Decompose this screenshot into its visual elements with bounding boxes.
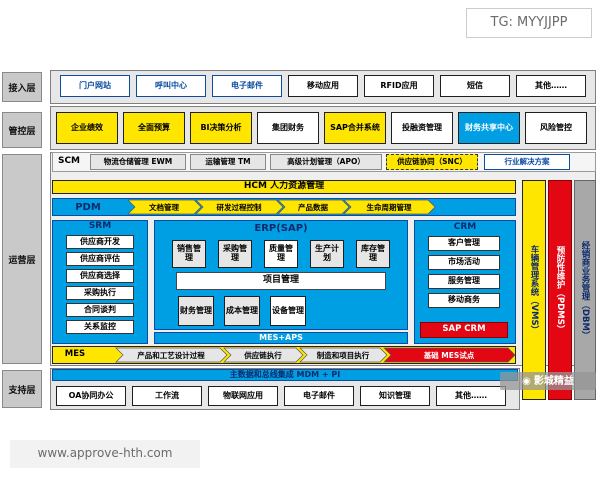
watermark-top: TG: MYYJJPP [466, 8, 592, 38]
mes-aps-bar: MES+APS [154, 332, 408, 344]
control-item: 集团财务 [257, 112, 319, 144]
erp-title: ERP(SAP) [254, 222, 308, 234]
vms-label: 车辆管理系统（VMS） [529, 245, 539, 335]
scm-solution: 行业解决方案 [484, 154, 570, 170]
srm-item: 关系监控 [66, 320, 134, 334]
dbm-label: 经销商业务管理（DBM） [580, 240, 590, 340]
erp-module: 采购管理 [218, 240, 252, 268]
crm-item: 服务管理 [428, 274, 500, 289]
crm-item: 客户管理 [428, 236, 500, 251]
srm-item: 合同谈判 [66, 303, 134, 317]
scm-item: 高级计划管理（APO） [270, 154, 382, 170]
control-item: 风险管控 [525, 112, 587, 144]
support-item: OA协同办公 [56, 386, 126, 406]
scm-item: 运输管理 TM [190, 154, 266, 170]
erp-module: 成本管理 [224, 296, 260, 326]
srm-item: 供应商评估 [66, 252, 134, 266]
access-item: 短信 [440, 75, 510, 97]
erp-module: 库存管理 [356, 240, 390, 268]
support-item: 工作流 [132, 386, 202, 406]
srm-title: SRM [88, 221, 112, 232]
pdm-label: PDM [75, 201, 101, 213]
support-item: 物联网应用 [208, 386, 278, 406]
scm-label: SCM [57, 156, 81, 167]
layer-label-operation: 运营层 [2, 154, 42, 364]
dbm-column [574, 180, 596, 400]
crm-item: 移动商务 [428, 293, 500, 308]
srm-item: 供应商选择 [66, 269, 134, 283]
erp-module: 质量管理 [264, 240, 298, 268]
pdms-column [548, 180, 572, 400]
weibo-text: 影城精益 [533, 375, 574, 387]
erp-project: 项目管理 [176, 272, 386, 290]
control-item: 全面预算 [123, 112, 185, 144]
access-item: RFID应用 [364, 75, 434, 97]
mdm-bar: 主数据和总线集成 MDM + PI [52, 369, 518, 381]
weibo-icon: ◉ [522, 375, 531, 387]
pdms-label: 预防性维护（PDMS） [555, 246, 565, 334]
scm-item: 供应链协同（SNC） [386, 154, 478, 170]
scm-item: 物流仓储管理 EWM [90, 154, 186, 170]
srm-item: 供应商开发 [66, 235, 134, 249]
erp-module: 财务管理 [178, 296, 214, 326]
control-item: 财务共享中心 [458, 112, 520, 144]
access-item: 呼叫中心 [136, 75, 206, 97]
erp-module: 销售管理 [172, 240, 206, 268]
support-item: 知识管理 [360, 386, 430, 406]
layer-label-support: 支持层 [2, 370, 42, 408]
layer-label-access: 接入层 [2, 72, 42, 102]
access-item: 电子邮件 [212, 75, 282, 97]
crm-sap: SAP CRM [420, 322, 508, 338]
access-item: 移动应用 [288, 75, 358, 97]
erp-module: 设备管理 [270, 296, 306, 326]
control-item: SAP合并系统 [324, 112, 386, 144]
support-item: 其他…… [436, 386, 506, 406]
mes-label: MES [64, 349, 86, 360]
weibo-badge: ◉ 影城精益 [500, 372, 596, 390]
control-item: BI决策分析 [190, 112, 252, 144]
pdm-bar [52, 198, 516, 216]
erp-module: 生产计划 [310, 240, 344, 268]
srm-item: 采购执行 [66, 286, 134, 300]
mes-row-bg [52, 346, 516, 364]
hcm-bar: HCM 人力资源管理 [52, 180, 516, 194]
support-item: 电子邮件 [284, 386, 354, 406]
vms-column [522, 180, 546, 400]
crm-title: CRM [453, 222, 477, 233]
access-item: 门户网站 [60, 75, 130, 97]
access-item: 其他…… [516, 75, 586, 97]
control-item: 投融资管理 [391, 112, 453, 144]
control-item: 企业绩效 [56, 112, 118, 144]
crm-item: 市场活动 [428, 255, 500, 270]
watermark-bottom: www.approve-hth.com [10, 440, 200, 468]
layer-label-control: 管控层 [2, 112, 42, 148]
